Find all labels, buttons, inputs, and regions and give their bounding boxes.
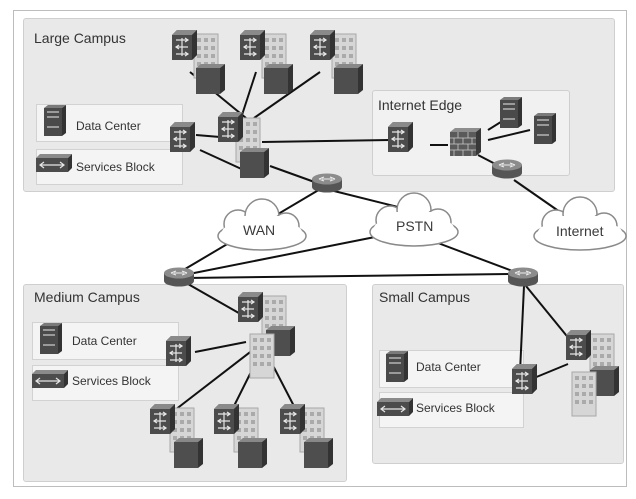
- pstn-cloud-icon: [369, 192, 459, 247]
- large-services-block-label: Services Block: [76, 160, 155, 174]
- small-services-block-label: Services Block: [416, 401, 495, 415]
- switch-icon: [309, 29, 336, 61]
- server-icon: [44, 105, 66, 136]
- switch-icon: [279, 403, 306, 435]
- wan-label: WAN: [243, 222, 276, 238]
- switch-icon: [149, 403, 176, 435]
- switch-icon: [239, 29, 266, 61]
- switch-icon: [565, 329, 592, 361]
- distribution-switch-icon: [304, 438, 333, 468]
- switch-icon: [237, 291, 264, 323]
- edge-router-icon: [491, 158, 523, 180]
- small-campus-title: Small Campus: [379, 289, 471, 305]
- data-center-switch-icon: [511, 363, 538, 395]
- distribution-switch-icon: [334, 64, 363, 94]
- medium-data-center-label: Data Center: [72, 334, 137, 348]
- medium-services-block-label: Services Block: [72, 374, 151, 388]
- data-center-switch-icon: [169, 121, 196, 153]
- services-module-icon: [35, 153, 73, 173]
- internet-label: Internet: [556, 223, 604, 239]
- distribution-switch-icon: [174, 438, 203, 468]
- pstn-label: PSTN: [396, 218, 434, 234]
- services-module-icon: [376, 397, 414, 417]
- wan-cloud-icon: [217, 198, 307, 251]
- server-icon: [534, 113, 556, 144]
- large-campus-title: Large Campus: [34, 30, 126, 46]
- medium-campus-router-icon: [163, 266, 195, 288]
- distribution-switch-icon: [238, 438, 267, 468]
- core-switch-icon: [217, 111, 244, 143]
- small-campus-router-icon: [507, 266, 539, 288]
- services-module-icon: [31, 369, 69, 389]
- distribution-switch-icon: [196, 64, 225, 94]
- core-distribution-icon: [240, 148, 269, 178]
- building-icon: [249, 333, 275, 379]
- edge-switch-icon: [387, 121, 414, 153]
- wan-router-icon: [311, 172, 343, 194]
- switch-icon: [213, 403, 240, 435]
- firewall-icon: [449, 127, 482, 157]
- server-icon: [500, 97, 522, 128]
- data-center-switch-icon: [165, 335, 192, 367]
- server-icon: [40, 323, 62, 354]
- server-icon: [386, 351, 408, 382]
- building-icon: [571, 371, 597, 417]
- large-data-center-label: Data Center: [76, 119, 141, 133]
- small-data-center-label: Data Center: [416, 360, 481, 374]
- distribution-switch-icon: [264, 64, 293, 94]
- internet-edge-title: Internet Edge: [378, 97, 463, 113]
- internet-cloud-icon: [533, 196, 627, 251]
- switch-icon: [171, 29, 198, 61]
- medium-campus-title: Medium Campus: [34, 289, 140, 305]
